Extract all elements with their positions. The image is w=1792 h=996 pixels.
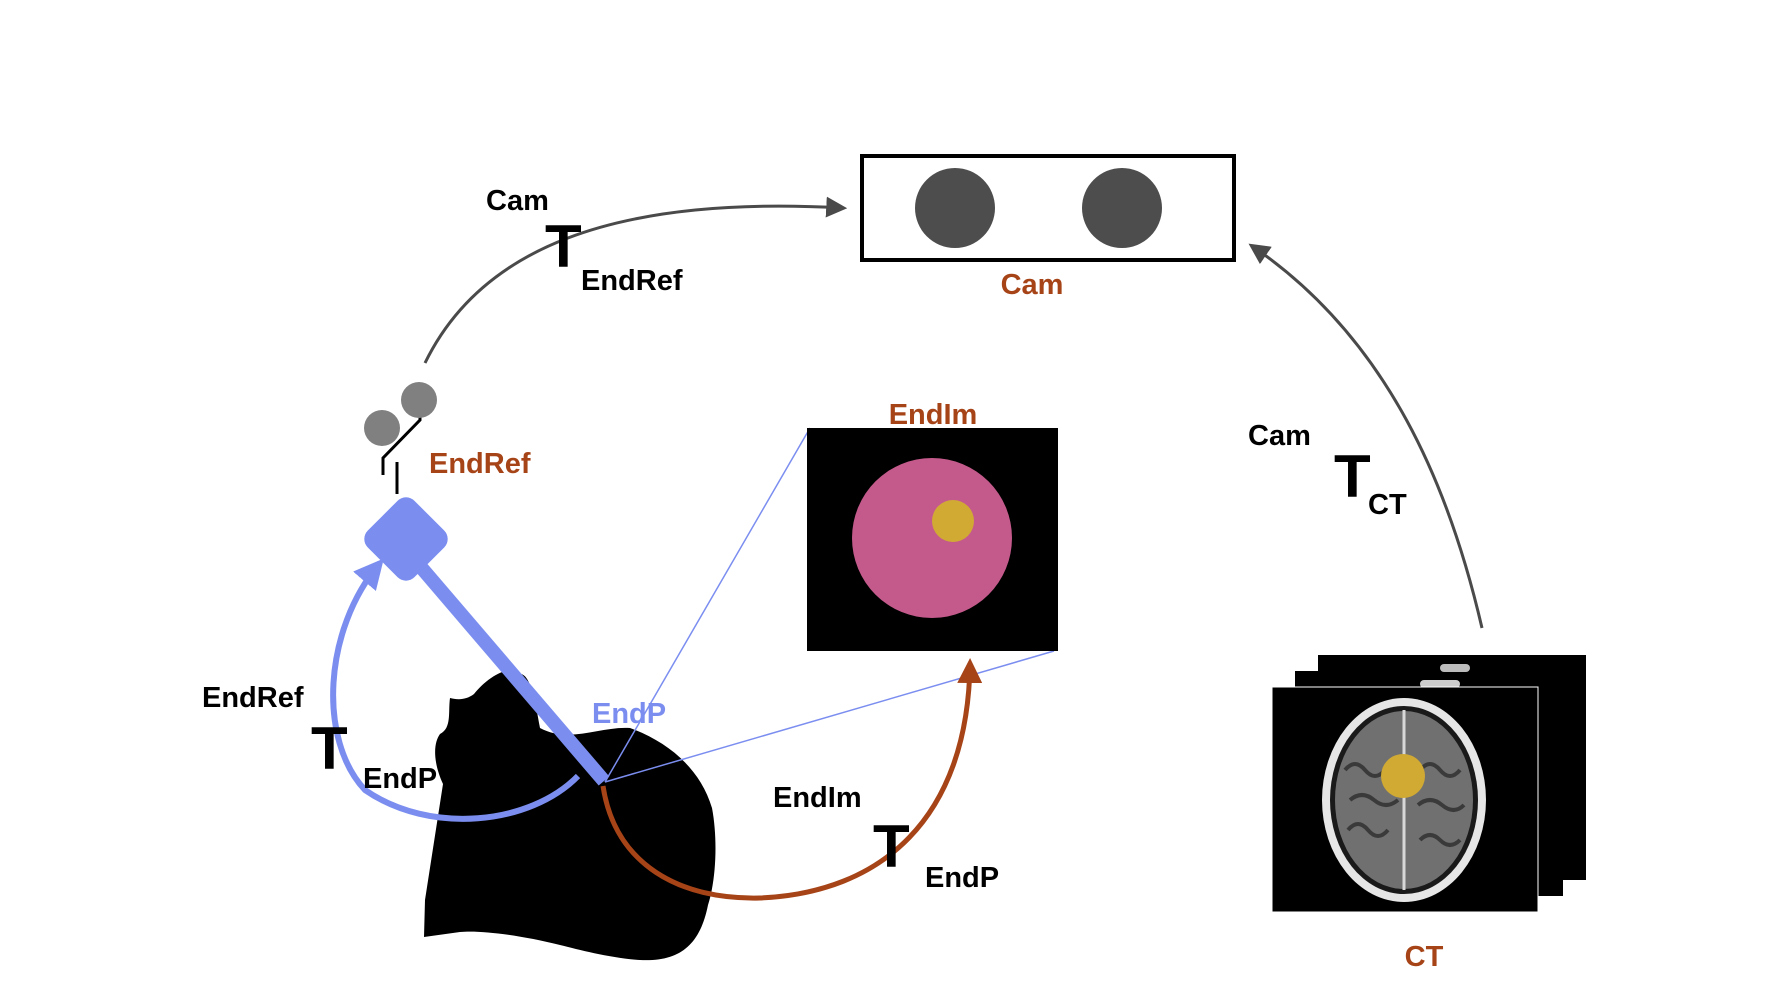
endim-T-endp-symbol: T bbox=[873, 813, 910, 880]
endim-frame-label: EndIm bbox=[889, 399, 978, 431]
cam-T-endref-arrow bbox=[423, 196, 848, 364]
endim-T-endp-arrow bbox=[600, 658, 983, 901]
cam-T-ct-subscript: CT bbox=[1368, 489, 1407, 521]
view-frustum-line bbox=[604, 650, 1055, 783]
cam-T-ct-symbol: T bbox=[1334, 443, 1371, 510]
cam-T-ct-label: Cam T CT bbox=[1248, 420, 1407, 521]
view-frustum-line bbox=[604, 427, 811, 783]
cam-T-endref-symbol: T bbox=[545, 213, 582, 280]
cam-T-endref-superscript: Cam bbox=[486, 185, 549, 217]
endref-frame-label: EndRef bbox=[429, 448, 531, 480]
ct-frame-label: CT bbox=[1405, 941, 1444, 973]
endref-T-endp-arrow bbox=[330, 558, 581, 822]
endim-T-endp-superscript: EndIm bbox=[773, 782, 862, 814]
endim-T-endp-label: EndIm T EndP bbox=[773, 782, 999, 894]
cam-T-ct-superscript: Cam bbox=[1248, 420, 1311, 452]
endp-frame-label: EndP bbox=[592, 698, 666, 730]
endref-T-endp-symbol: T bbox=[311, 715, 348, 782]
endref-T-endp-superscript: EndRef bbox=[202, 682, 304, 714]
endref-T-endp-subscript: EndP bbox=[363, 763, 437, 795]
endoscope-image-icon bbox=[807, 428, 1058, 651]
cam-T-endref-label: Cam T EndRef bbox=[486, 185, 683, 297]
cam-T-endref-subscript: EndRef bbox=[581, 265, 683, 297]
cam-frame-label: Cam bbox=[1001, 269, 1064, 301]
ct-scan-stack-icon bbox=[1271, 655, 1586, 913]
endoscope-icon bbox=[364, 497, 610, 786]
endim-T-endp-subscript: EndP bbox=[925, 862, 999, 894]
stereo-camera-icon bbox=[860, 154, 1236, 262]
cam-T-ct-arrow bbox=[1248, 243, 1484, 629]
tracking-marker-icon bbox=[364, 382, 437, 494]
head-silhouette-icon bbox=[424, 670, 716, 961]
endref-T-endp-label: EndRef T EndP bbox=[202, 682, 437, 795]
